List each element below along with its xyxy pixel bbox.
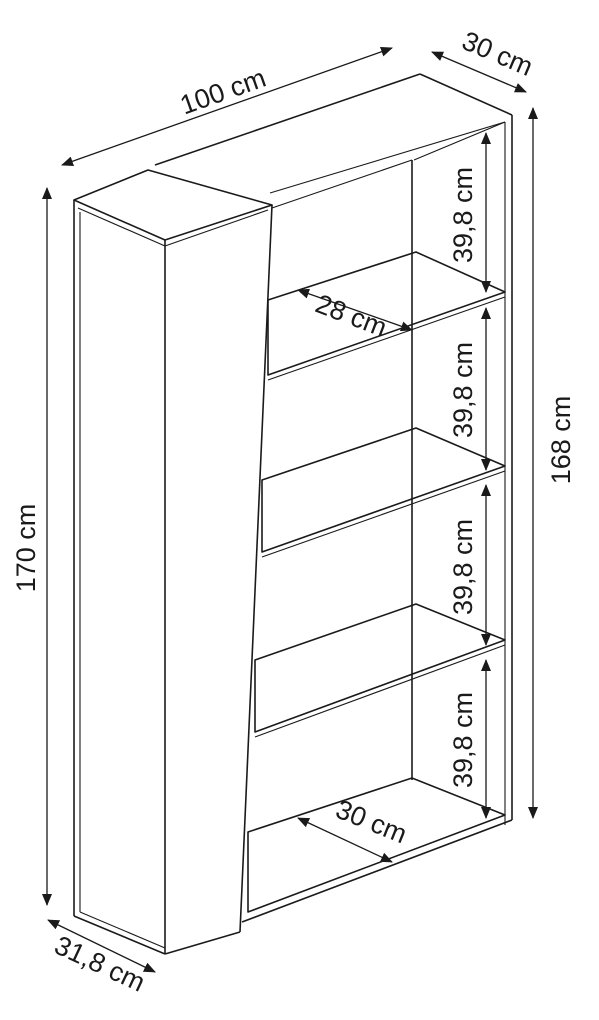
dimension-arrow-shelf-depth-top xyxy=(297,288,413,332)
dimension-labels: 100 cm 30 cm 170 cm 168 cm 31,8 cm 28 cm… xyxy=(11,26,576,998)
dimension-arrow-column-depth xyxy=(47,919,156,973)
label-shelf-spacing-3: 39,8 cm xyxy=(448,519,478,615)
label-overall-height: 170 cm xyxy=(11,504,41,593)
shelf-3 xyxy=(254,603,506,738)
shelf-1 xyxy=(267,251,506,381)
bookshelf-drawing xyxy=(73,73,513,955)
label-overall-depth: 30 cm xyxy=(458,26,537,82)
slanted-panel xyxy=(164,204,273,955)
label-shelf-spacing-1: 39,8 cm xyxy=(448,167,478,263)
label-shelf-spacing-4: 39,8 cm xyxy=(448,692,478,788)
dimension-arrow-depth-top xyxy=(431,51,527,93)
label-unit-height: 168 cm xyxy=(546,396,576,485)
label-shelf-spacing-2: 39,8 cm xyxy=(448,342,478,438)
dimension-lines xyxy=(42,46,538,973)
dimension-arrow-width xyxy=(61,46,393,167)
dimension-arrow-shelf-depth-bottom xyxy=(297,817,393,863)
bottom-shelf xyxy=(247,777,506,913)
label-column-depth: 31,8 cm xyxy=(50,930,150,998)
shelf-2 xyxy=(261,427,506,558)
left-column xyxy=(73,169,273,955)
label-shelf-depth-top: 28 cm xyxy=(312,288,391,342)
label-shelf-depth-bottom: 30 cm xyxy=(332,794,411,849)
label-overall-width: 100 cm xyxy=(176,63,269,121)
